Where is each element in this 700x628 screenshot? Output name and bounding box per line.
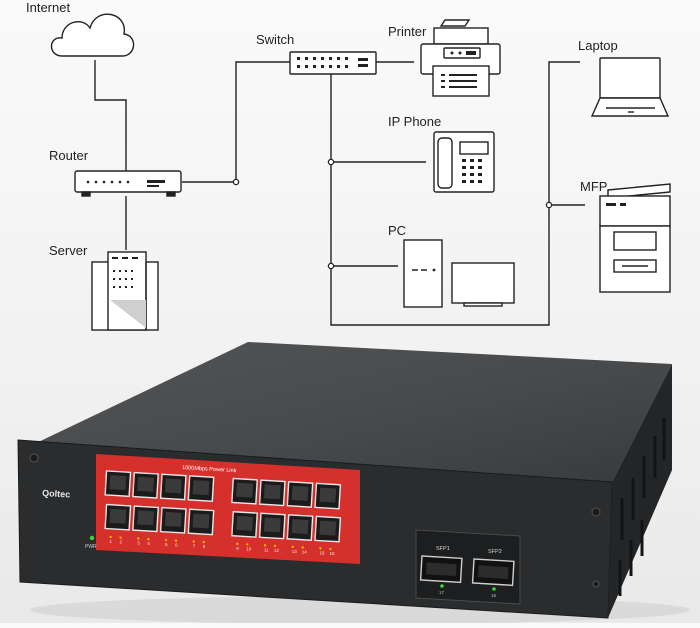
rj45-port-contacts [319, 520, 337, 536]
label-printer: Printer [388, 24, 427, 39]
port-led [119, 536, 122, 539]
line-router-switch [182, 61, 290, 183]
port-number-label: 16 [329, 551, 335, 556]
sfp-port-slot [425, 562, 457, 577]
label-switch: Switch [256, 32, 295, 47]
junction-router [232, 178, 240, 186]
rj45-port-contacts [192, 513, 210, 529]
line-switch-branch [330, 61, 580, 326]
label-mfp: MFP [580, 179, 608, 194]
port-number-label: 7 [193, 544, 196, 549]
rj45-port-contacts [263, 484, 281, 500]
port-number-label: 9 [236, 546, 239, 551]
port-number-label: 8 [203, 544, 206, 549]
rj45-port-contacts [164, 511, 182, 527]
port-number-label: 14 [302, 549, 308, 554]
side-vents [618, 418, 666, 596]
port-led [319, 547, 322, 550]
server-icon [91, 251, 159, 331]
port-led [174, 539, 178, 542]
sfp-number-label: 18 [491, 593, 497, 598]
label-internet: Internet [26, 0, 71, 15]
rj45-port-contacts [319, 487, 337, 503]
power-led [89, 535, 95, 541]
rj45-port-contacts [109, 475, 127, 491]
port-number-label: 1 [110, 539, 113, 544]
port-number-label: 5 [165, 542, 168, 547]
port-led [236, 542, 239, 546]
pc-icon [403, 239, 515, 308]
ip-phone-icon [433, 131, 495, 193]
junction-pc [327, 262, 335, 270]
port-led [202, 540, 205, 544]
junction-mfp [545, 201, 553, 209]
sfp-ports: SFP1 17 SFP2 18 [419, 546, 515, 598]
sfp-led [492, 587, 496, 591]
port-led [147, 537, 150, 541]
rj45-port-contacts [192, 480, 210, 496]
switch-icon [289, 51, 377, 75]
port-number-label: 6 [175, 543, 178, 548]
label-laptop: Laptop [578, 38, 618, 53]
label-router: Router [49, 148, 89, 163]
line-internet-router [94, 60, 127, 171]
port-number-label: 10 [246, 546, 252, 551]
port-number-label: 15 [319, 550, 325, 555]
sfp-led [440, 584, 444, 588]
pwr-label: PWR [85, 544, 97, 550]
port-led [263, 544, 267, 547]
port-number-label: 3 [137, 541, 140, 546]
port-led [273, 544, 277, 548]
port-number-label: 4 [147, 541, 150, 546]
sfp-label: SFP2 [488, 549, 502, 555]
rj45-port-contacts [236, 482, 254, 498]
port-number-label: 13 [292, 549, 298, 554]
sfp-number-label: 17 [439, 590, 445, 595]
rj45-port-contacts [291, 519, 309, 534]
router-icon [74, 170, 182, 197]
rj45-port-contacts [263, 517, 281, 533]
mount-hole-right [591, 507, 601, 517]
rj45-port-contacts [236, 515, 254, 531]
port-led [246, 543, 249, 546]
port-led [301, 546, 304, 549]
rj45-port-contacts [291, 485, 309, 501]
panel-title: 1000Mbps Power Link [182, 465, 237, 474]
brand-logo: Qoltec [42, 488, 71, 499]
mount-hole-left [29, 453, 39, 463]
port-led [164, 538, 168, 542]
rj45-port-contacts [137, 476, 155, 492]
junction-ipphone [327, 158, 335, 166]
sfp-port-slot [477, 565, 509, 580]
junction-dots [232, 158, 553, 270]
port-led [329, 547, 332, 551]
rj45-port-contacts [164, 478, 182, 494]
printer-icon [420, 19, 501, 97]
port-led [109, 535, 112, 539]
device-side [608, 364, 672, 618]
port-number-label: 12 [274, 548, 280, 553]
laptop-icon [590, 57, 670, 117]
label-ip-phone: IP Phone [388, 114, 442, 129]
port-led [291, 545, 294, 549]
label-server: Server [49, 243, 88, 258]
rj45-port-contacts [137, 510, 155, 526]
connection-lines [94, 60, 585, 326]
port-led [192, 540, 195, 543]
label-pc: PC [388, 223, 407, 238]
port-number-label: 2 [120, 540, 123, 545]
cloud-icon [50, 13, 135, 57]
rj45-port-contacts [109, 508, 127, 524]
port-number-label: 11 [264, 547, 269, 552]
port-led [137, 537, 140, 540]
mfp-icon [599, 183, 671, 293]
sfp-label: SFP1 [436, 546, 450, 552]
